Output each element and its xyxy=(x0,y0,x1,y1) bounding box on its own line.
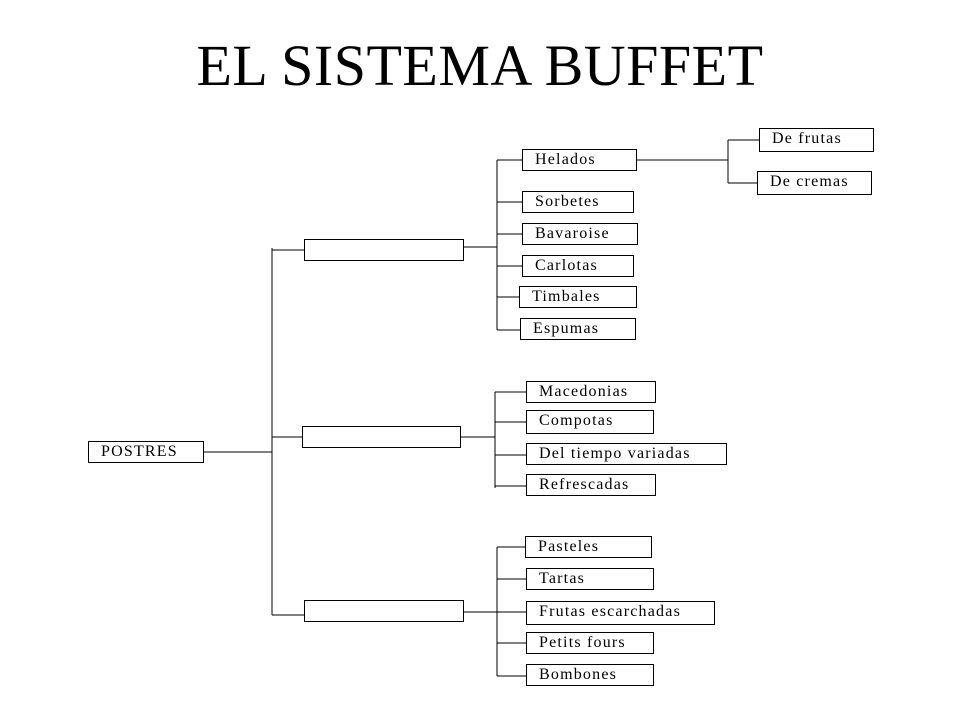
item-tartas: Tartas xyxy=(526,568,654,590)
item-bombones: Bombones xyxy=(526,664,654,686)
category-box-2 xyxy=(302,426,461,448)
item-de-cremas: De cremas xyxy=(757,171,872,195)
item-macedonias: Macedonias xyxy=(526,381,656,403)
item-frutas-escarchadas: Frutas escarchadas xyxy=(526,601,715,625)
category-box-1 xyxy=(304,239,464,261)
item-de-frutas: De frutas xyxy=(759,128,874,152)
item-pasteles: Pasteles xyxy=(525,536,652,558)
page-title: EL SISTEMA BUFFET xyxy=(196,33,764,98)
item-sorbetes: Sorbetes xyxy=(522,191,634,213)
item-timbales: Timbales xyxy=(519,286,637,308)
root-node: POSTRES xyxy=(88,441,204,463)
item-del-tiempo-variadas: Del tiempo variadas xyxy=(526,443,727,465)
item-bavaroise: Bavaroise xyxy=(522,223,638,245)
item-espumas: Espumas xyxy=(520,318,636,340)
item-petits-fours: Petits fours xyxy=(526,632,654,654)
item-carlotas: Carlotas xyxy=(522,255,634,277)
item-helados: Helados xyxy=(522,149,637,171)
item-compotas: Compotas xyxy=(526,410,654,434)
category-box-3 xyxy=(304,600,464,622)
item-refrescadas: Refrescadas xyxy=(526,474,656,496)
